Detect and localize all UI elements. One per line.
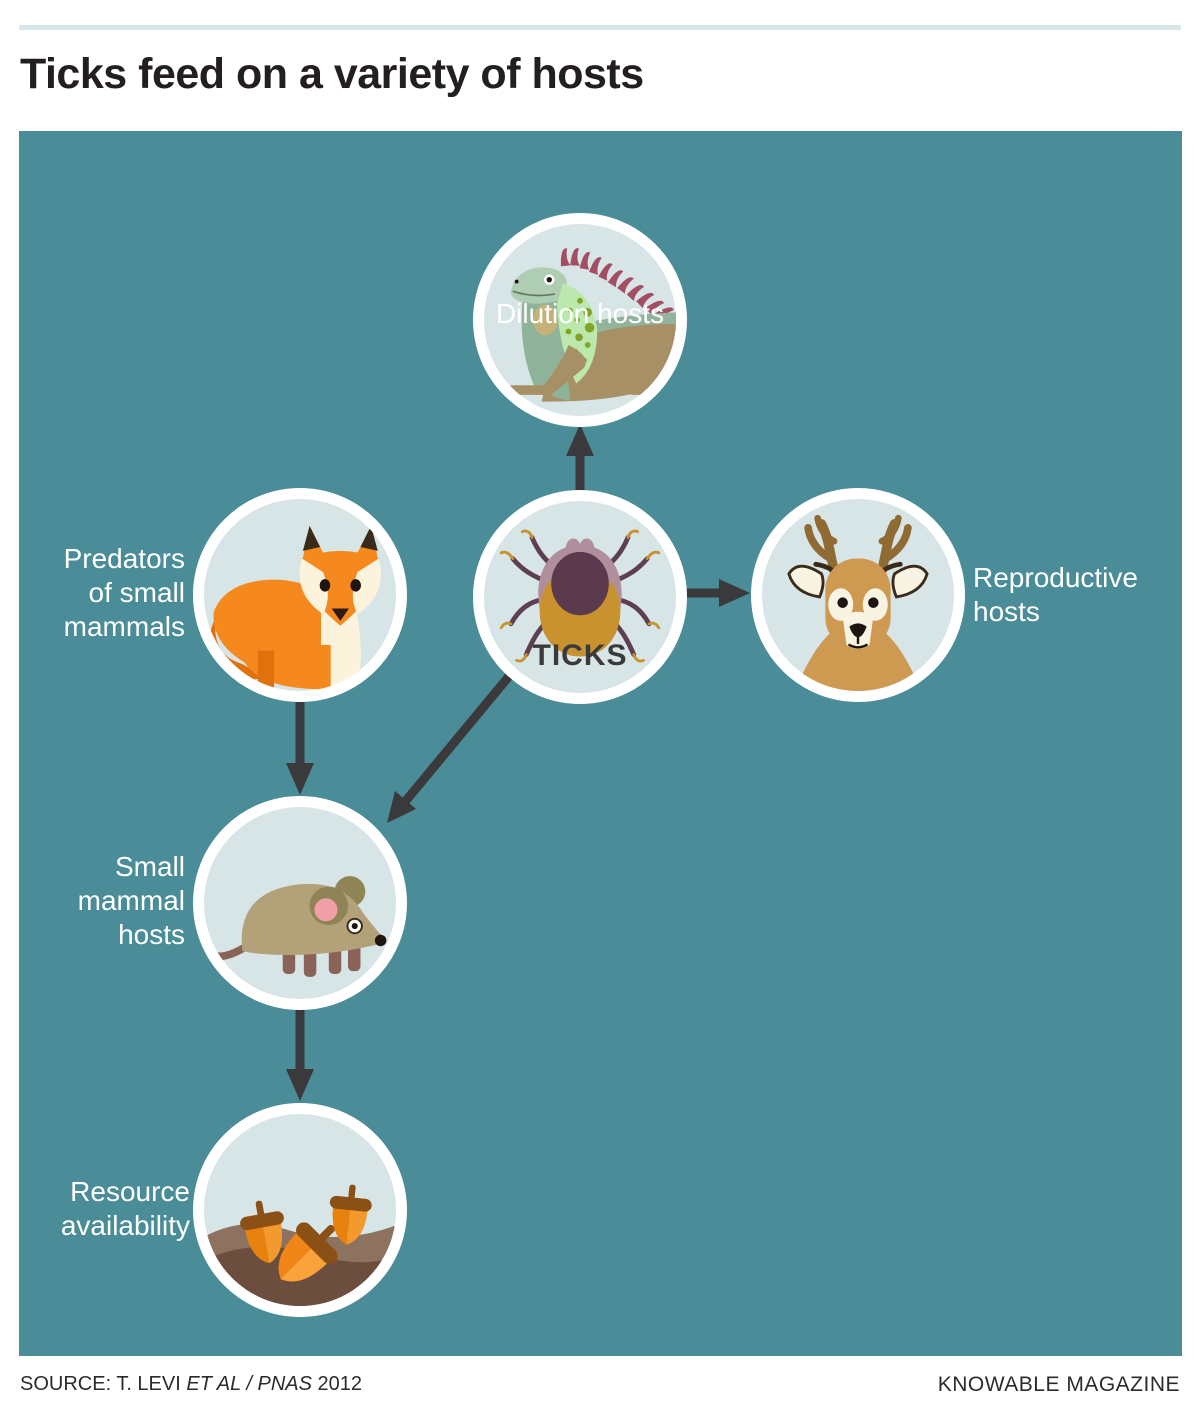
top-rule (19, 25, 1181, 30)
source-prefix: SOURCE: T. LEVI (20, 1373, 187, 1395)
diagram-panel: TICKS (19, 131, 1182, 1356)
source-italic: ET AL / PNAS (186, 1373, 312, 1395)
node-label-ticks: TICKS (532, 639, 628, 672)
arrow-small-mammal-hosts-to-resource-availability (286, 1009, 314, 1101)
source-suffix: 2012 (311, 1373, 363, 1395)
node-predators-of-small-mammals (193, 488, 407, 702)
iguana-icon (508, 248, 676, 402)
node-reproductive-hosts (751, 488, 965, 702)
arrow-ticks-to-reproductive-hosts (686, 579, 750, 607)
tick-icon (499, 529, 661, 663)
fox-icon (209, 525, 382, 690)
acorns-icon (204, 1184, 396, 1306)
node-label-small-mammal-hosts: Small mammal hosts (77, 851, 185, 951)
deer-icon (787, 514, 929, 691)
arrow-ticks-to-dilution-hosts (566, 424, 594, 492)
node-label-predators-of-small-mammals: Predators of small mammals (63, 543, 185, 643)
source-credit: SOURCE: T. LEVI ET AL / PNAS 2012 (20, 1373, 362, 1396)
node-small-mammal-hosts (193, 796, 407, 1010)
node-dilution-hosts (473, 213, 687, 427)
arrow-ticks-to-small-mammal-hosts (387, 672, 514, 823)
node-ticks: TICKS (473, 490, 687, 704)
node-label-resource-availability: Resource availability (60, 1176, 190, 1242)
page-title: Ticks feed on a variety of hosts (20, 50, 644, 98)
footer: SOURCE: T. LEVI ET AL / PNAS 2012 KNOWAB… (0, 1356, 1200, 1413)
node-resource-availability (193, 1103, 407, 1317)
iguana-spines (560, 248, 676, 328)
node-label-dilution-hosts: Dilution hosts (495, 298, 665, 329)
publisher-credit: KNOWABLE MAGAZINE (937, 1372, 1180, 1396)
diagram-arrows (286, 424, 750, 1101)
arrow-predators-to-small-mammal-hosts (286, 702, 314, 795)
mouse-icon (204, 876, 387, 977)
node-label-reproductive-hosts: Reproductive hosts (973, 562, 1138, 628)
